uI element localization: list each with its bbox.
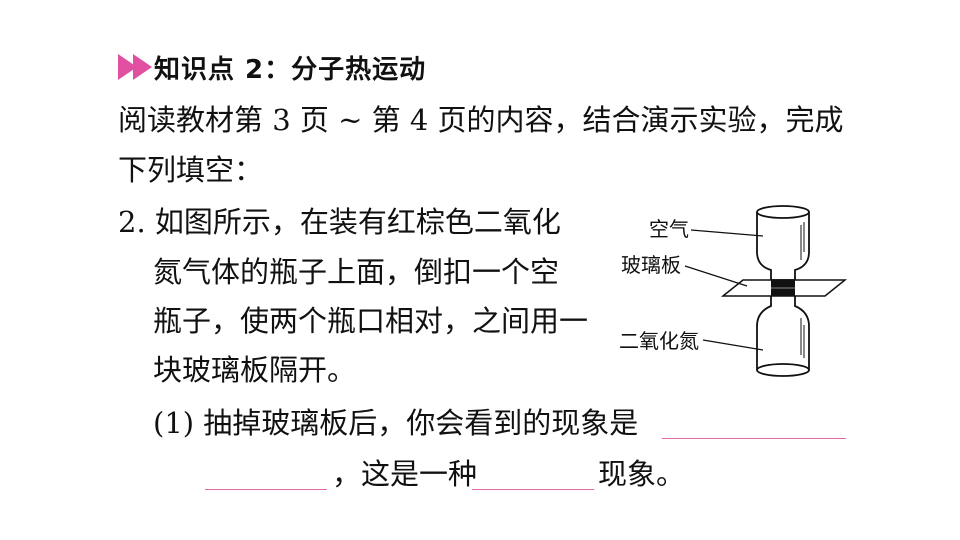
double-arrow-icon	[118, 54, 152, 80]
diffusion-experiment-figure: 空气 玻璃板 二氧化氮	[615, 200, 850, 380]
intro-line-2: 下列填空：	[118, 153, 264, 187]
question-line-2: 氮气体的瓶子上面，倒扣一个空	[153, 255, 560, 289]
sub-question-1-part-2: ，这是一种	[332, 457, 478, 491]
answer-blank-2[interactable]	[472, 489, 594, 490]
sub-question-1-line-1: (1) 抽掉玻璃板后，你会看到的现象是	[153, 406, 639, 440]
sub-question-1-part-3: 现象。	[598, 457, 686, 491]
intro-line-1: 阅读教材第 3 页 ~ 第 4 页的内容，结合演示实验，完成	[118, 103, 844, 137]
no2-bottle	[756, 296, 810, 377]
air-bottle	[756, 205, 810, 281]
question-line-4: 块玻璃板隔开。	[153, 353, 357, 387]
question-line-3: 瓶子，使两个瓶口相对，之间用一	[153, 304, 589, 338]
glass-plate	[720, 279, 848, 297]
label-glass-plate: 玻璃板	[621, 253, 681, 277]
answer-blank-1a[interactable]	[662, 438, 846, 439]
label-air: 空气	[649, 217, 689, 241]
answer-blank-1b[interactable]	[205, 489, 327, 490]
question-line-1: 2. 如图所示，在装有红棕色二氧化	[118, 205, 561, 239]
section-heading: 知识点 2：分子热运动	[118, 50, 427, 85]
heading-text: 知识点 2：分子热运动	[154, 54, 427, 85]
label-no2: 二氧化氮	[619, 329, 699, 353]
